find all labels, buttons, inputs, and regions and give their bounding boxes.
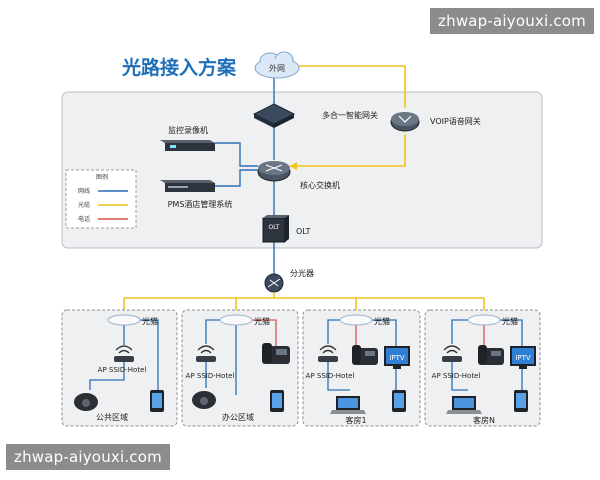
diagram-title: 光路接入方案 xyxy=(121,56,237,79)
voip-gateway-icon xyxy=(390,112,420,132)
watermark-top: zhwap-aiyouxi.com xyxy=(430,8,594,34)
phone-icon xyxy=(262,343,290,364)
phone-icon xyxy=(352,345,378,365)
gateway-icon xyxy=(252,103,296,128)
wifi-ap-icon xyxy=(196,345,216,362)
onu-icon xyxy=(107,314,141,326)
nvr-icon xyxy=(160,140,215,151)
olt-icon xyxy=(262,215,289,243)
wifi-ap-icon xyxy=(442,345,462,362)
tablet-icon xyxy=(150,390,164,412)
pms-label: PMS酒店管理系统 xyxy=(168,199,233,209)
voip-label: VOIP语音网关 xyxy=(430,116,481,126)
ap-label: AP SSID-Hotel xyxy=(186,372,235,380)
iptv-label: IPTV xyxy=(515,354,531,362)
link-pms-core xyxy=(215,169,258,187)
fiber-voip-core xyxy=(290,134,406,167)
camera-icon xyxy=(74,393,98,411)
onu-icon xyxy=(219,314,253,326)
laptop-icon xyxy=(330,396,366,414)
onu-icon xyxy=(467,314,501,326)
splitter-label: 分光器 xyxy=(290,268,314,278)
legend-label-phone: 电话 xyxy=(78,215,90,223)
core-switch-icon xyxy=(257,161,291,182)
laptop-icon xyxy=(446,396,482,414)
fiber-internet-voip xyxy=(296,65,406,108)
phone-icon xyxy=(478,345,504,365)
area-room-1 xyxy=(302,309,421,427)
splitter-icon xyxy=(264,273,284,293)
arrow-voip-core xyxy=(290,162,297,170)
area-name: 客房1 xyxy=(345,415,366,425)
onu-label: 光猫 xyxy=(142,316,158,326)
legend-label-net: 网线 xyxy=(78,187,90,195)
internet-label: 外网 xyxy=(269,63,285,73)
tablet-icon xyxy=(392,390,406,412)
cloud-icon xyxy=(254,51,300,79)
legend-title: 图例 xyxy=(96,173,108,181)
wifi-ap-icon xyxy=(318,345,338,362)
ap-label: AP SSID-Hotel xyxy=(98,366,147,374)
tablet-icon xyxy=(270,390,284,412)
area-name: 客房N xyxy=(473,415,495,425)
olt-label: OLT xyxy=(296,227,311,236)
iptv-label: IPTV xyxy=(389,354,405,362)
ap-label: AP SSID-Hotel xyxy=(306,372,355,380)
core-network-panel xyxy=(61,91,543,249)
tv-icon xyxy=(510,346,536,369)
onu-label: 光猫 xyxy=(374,316,390,326)
watermark-bottom: zhwap-aiyouxi.com xyxy=(6,444,170,470)
ap-label: AP SSID-Hotel xyxy=(432,372,481,380)
gateway-label: 多合一智能网关 xyxy=(322,110,378,120)
tablet-icon xyxy=(514,390,528,412)
onu-label: 光猫 xyxy=(502,316,518,326)
onu-label: 光猫 xyxy=(254,316,270,326)
onu-icon xyxy=(339,314,373,326)
tv-icon xyxy=(384,346,410,369)
wifi-ap-icon xyxy=(114,345,134,362)
link-nvr-core xyxy=(215,142,258,167)
pms-server-icon xyxy=(160,180,215,192)
nvr-label: 监控录像机 xyxy=(168,125,208,135)
olt-device-tag: OLT xyxy=(269,224,280,231)
camera-icon xyxy=(192,391,216,409)
core-switch-label: 核心交换机 xyxy=(300,180,340,190)
area-name: 办公区域 xyxy=(222,412,254,422)
area-name: 公共区域 xyxy=(96,412,128,422)
legend-label-fiber: 光缆 xyxy=(78,201,90,209)
